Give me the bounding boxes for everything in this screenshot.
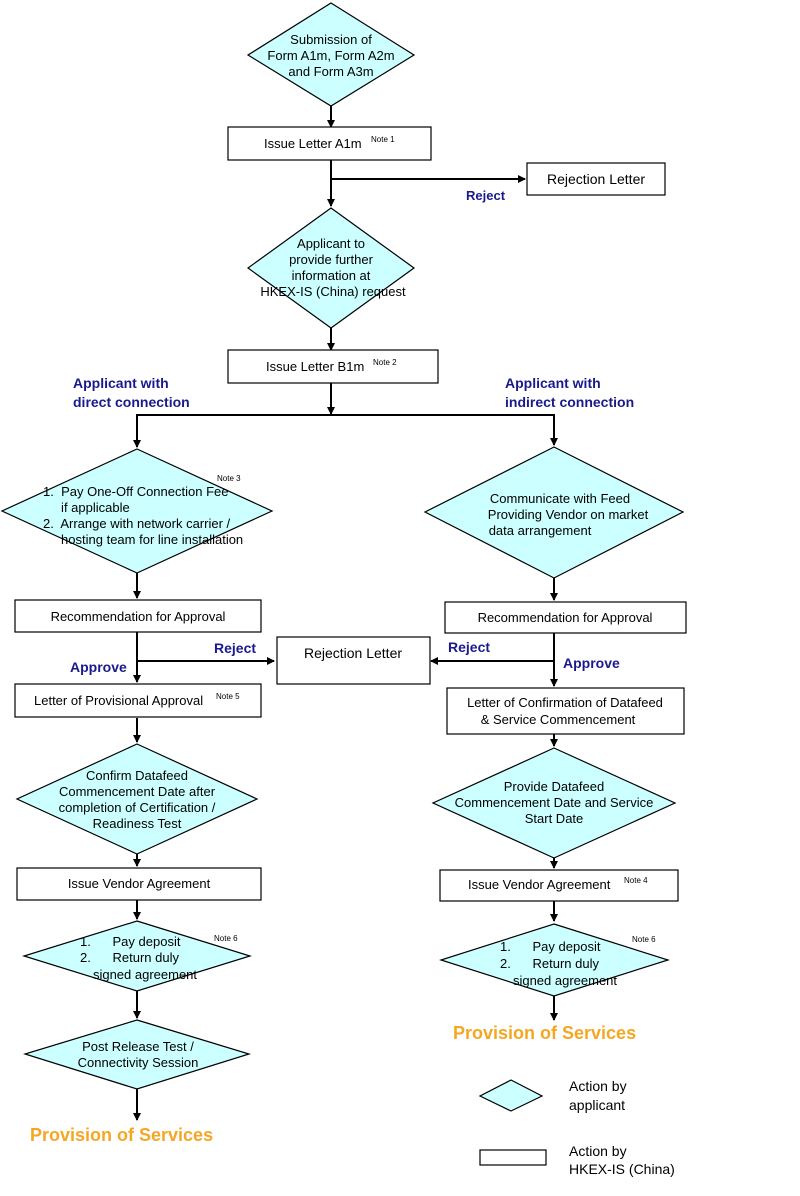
confirm-date-line-4: Readiness Test bbox=[93, 816, 182, 831]
legend-hkex-line-1: Action by bbox=[569, 1143, 627, 1159]
provision-left-label: Provision of Services bbox=[30, 1125, 213, 1145]
confirm-date-decision: Confirm Datafeed Commencement Date after… bbox=[15, 743, 259, 855]
confirmation-letter-box: Letter of Confirmation of Datafeed & Ser… bbox=[446, 687, 685, 735]
issue-letter-a1m-note: Note 1 bbox=[371, 135, 395, 144]
legend-applicant-line-2: applicant bbox=[569, 1097, 625, 1113]
rejection-letter-mid-box: Rejection Letter bbox=[276, 636, 431, 685]
approve-left-label: Approve bbox=[70, 659, 127, 675]
provisional-approval-label: Letter of Provisional Approval bbox=[34, 693, 203, 708]
pay-fee-line-4: hosting team for line installation bbox=[43, 532, 243, 547]
deposit-left-line-2: 2. Return duly bbox=[80, 950, 179, 965]
communicate-line-2: Providing Vendor on market bbox=[488, 507, 649, 522]
communicate-line-3: data arrangement bbox=[489, 523, 592, 538]
provide-date-line-1: Provide Datafeed bbox=[504, 779, 604, 794]
pay-fee-note: Note 3 bbox=[217, 474, 241, 483]
issue-letter-b1m-label: Issue Letter B1m bbox=[266, 359, 364, 374]
direct-heading-line-1: Applicant with bbox=[73, 375, 169, 391]
communicate-decision: Communicate with Feed Providing Vendor o… bbox=[423, 446, 685, 579]
direct-heading-line-2: direct connection bbox=[73, 394, 190, 410]
provide-date-line-3: Start Date bbox=[525, 811, 584, 826]
vendor-agreement-left-label: Issue Vendor Agreement bbox=[68, 876, 211, 891]
legend: Action by applicant Action by HKEX-IS (C… bbox=[478, 1078, 675, 1177]
rejection-letter-top-box: Rejection Letter bbox=[526, 162, 666, 196]
recommendation-right-box: Recommendation for Approval bbox=[444, 601, 687, 634]
post-release-line-1: Post Release Test / bbox=[82, 1039, 194, 1054]
issue-letter-a1m-box: Issue Letter A1m Note 1 bbox=[227, 126, 432, 161]
post-release-line-2: Connectivity Session bbox=[78, 1055, 199, 1070]
rejection-letter-mid-label: Rejection Letter bbox=[304, 645, 402, 661]
indirect-heading-line-1: Applicant with bbox=[505, 375, 601, 391]
reject-top-label: Reject bbox=[466, 188, 506, 203]
submission-line-1: Submission of bbox=[290, 32, 372, 47]
recommendation-left-box: Recommendation for Approval bbox=[14, 599, 262, 633]
confirmation-letter-line-2: & Service Commencement bbox=[481, 712, 636, 727]
issue-letter-a1m-label: Issue Letter A1m bbox=[264, 136, 362, 151]
deposit-right-line-2: 2. Return duly bbox=[500, 956, 599, 971]
pay-fee-line-2: if applicable bbox=[43, 500, 130, 515]
issue-letter-b1m-note: Note 2 bbox=[373, 358, 397, 367]
further-info-decision: Applicant to provide further information… bbox=[246, 207, 416, 329]
deposit-left-decision: Note 6 1. Pay deposit 2. Return duly sig… bbox=[21, 920, 253, 992]
vendor-agreement-left-box: Issue Vendor Agreement bbox=[16, 867, 262, 901]
indirect-heading-line-2: indirect connection bbox=[505, 394, 634, 410]
issue-letter-b1m-box: Issue Letter B1m Note 2 bbox=[227, 349, 439, 384]
deposit-left-line-3: signed agreement bbox=[93, 967, 197, 982]
submission-line-2: Form A1m, Form A2m bbox=[267, 48, 394, 63]
further-info-line-3: information at bbox=[292, 268, 371, 283]
rejection-letter-top-label: Rejection Letter bbox=[547, 171, 645, 187]
legend-hkex-line-2: HKEX-IS (China) bbox=[569, 1161, 675, 1177]
communicate-line-1: Communicate with Feed bbox=[490, 491, 630, 506]
further-info-line-1: Applicant to bbox=[297, 236, 365, 251]
deposit-right-note: Note 6 bbox=[632, 935, 656, 944]
vendor-agreement-right-label: Issue Vendor Agreement bbox=[468, 877, 611, 892]
reject-left-label: Reject bbox=[214, 640, 256, 656]
provide-date-line-2: Commencement Date and Service bbox=[455, 795, 654, 810]
confirm-date-line-2: Commencement Date after bbox=[59, 784, 216, 799]
provisional-approval-box: Letter of Provisional Approval Note 5 bbox=[14, 683, 262, 718]
confirm-date-line-1: Confirm Datafeed bbox=[86, 768, 188, 783]
post-release-decision: Post Release Test / Connectivity Session bbox=[22, 1019, 252, 1090]
vendor-agreement-right-box: Issue Vendor Agreement Note 4 bbox=[439, 869, 679, 902]
legend-diamond-icon bbox=[478, 1079, 544, 1112]
confirm-date-line-3: completion of Certification / bbox=[59, 800, 216, 815]
further-info-line-4: HKEX-IS (China) request bbox=[260, 284, 406, 299]
connectors bbox=[133, 106, 558, 1121]
confirmation-letter-line-1: Letter of Confirmation of Datafeed bbox=[467, 695, 663, 710]
submission-line-3: and Form A3m bbox=[288, 64, 373, 79]
reject-right-label: Reject bbox=[448, 639, 490, 655]
deposit-left-note: Note 6 bbox=[214, 934, 238, 943]
provisional-approval-note: Note 5 bbox=[216, 692, 240, 701]
legend-rectangle-icon bbox=[479, 1149, 547, 1166]
further-info-line-2: provide further bbox=[289, 252, 373, 267]
recommendation-left-label: Recommendation for Approval bbox=[51, 609, 226, 624]
provide-date-decision: Provide Datafeed Commencement Date and S… bbox=[431, 747, 677, 859]
approve-right-label: Approve bbox=[563, 655, 620, 671]
legend-applicant-line-1: Action by bbox=[569, 1078, 627, 1094]
submission-decision: Submission of Form A1m, Form A2m and For… bbox=[246, 2, 416, 107]
deposit-right-line-1: 1. Pay deposit bbox=[500, 939, 601, 954]
pay-fee-decision: Note 3 1. Pay One-Off Connection Fee if … bbox=[0, 448, 274, 574]
pay-fee-line-3: 2. Arrange with network carrier / bbox=[43, 516, 231, 531]
provision-right-label: Provision of Services bbox=[453, 1023, 636, 1043]
pay-fee-line-1: 1. Pay One-Off Connection Fee bbox=[43, 484, 228, 499]
recommendation-right-label: Recommendation for Approval bbox=[478, 610, 653, 625]
deposit-right-line-3: signed agreement bbox=[513, 973, 617, 988]
deposit-left-line-1: 1. Pay deposit bbox=[80, 934, 181, 949]
deposit-right-decision: Note 6 1. Pay deposit 2. Return duly sig… bbox=[439, 923, 670, 997]
vendor-agreement-right-note: Note 4 bbox=[624, 876, 648, 885]
